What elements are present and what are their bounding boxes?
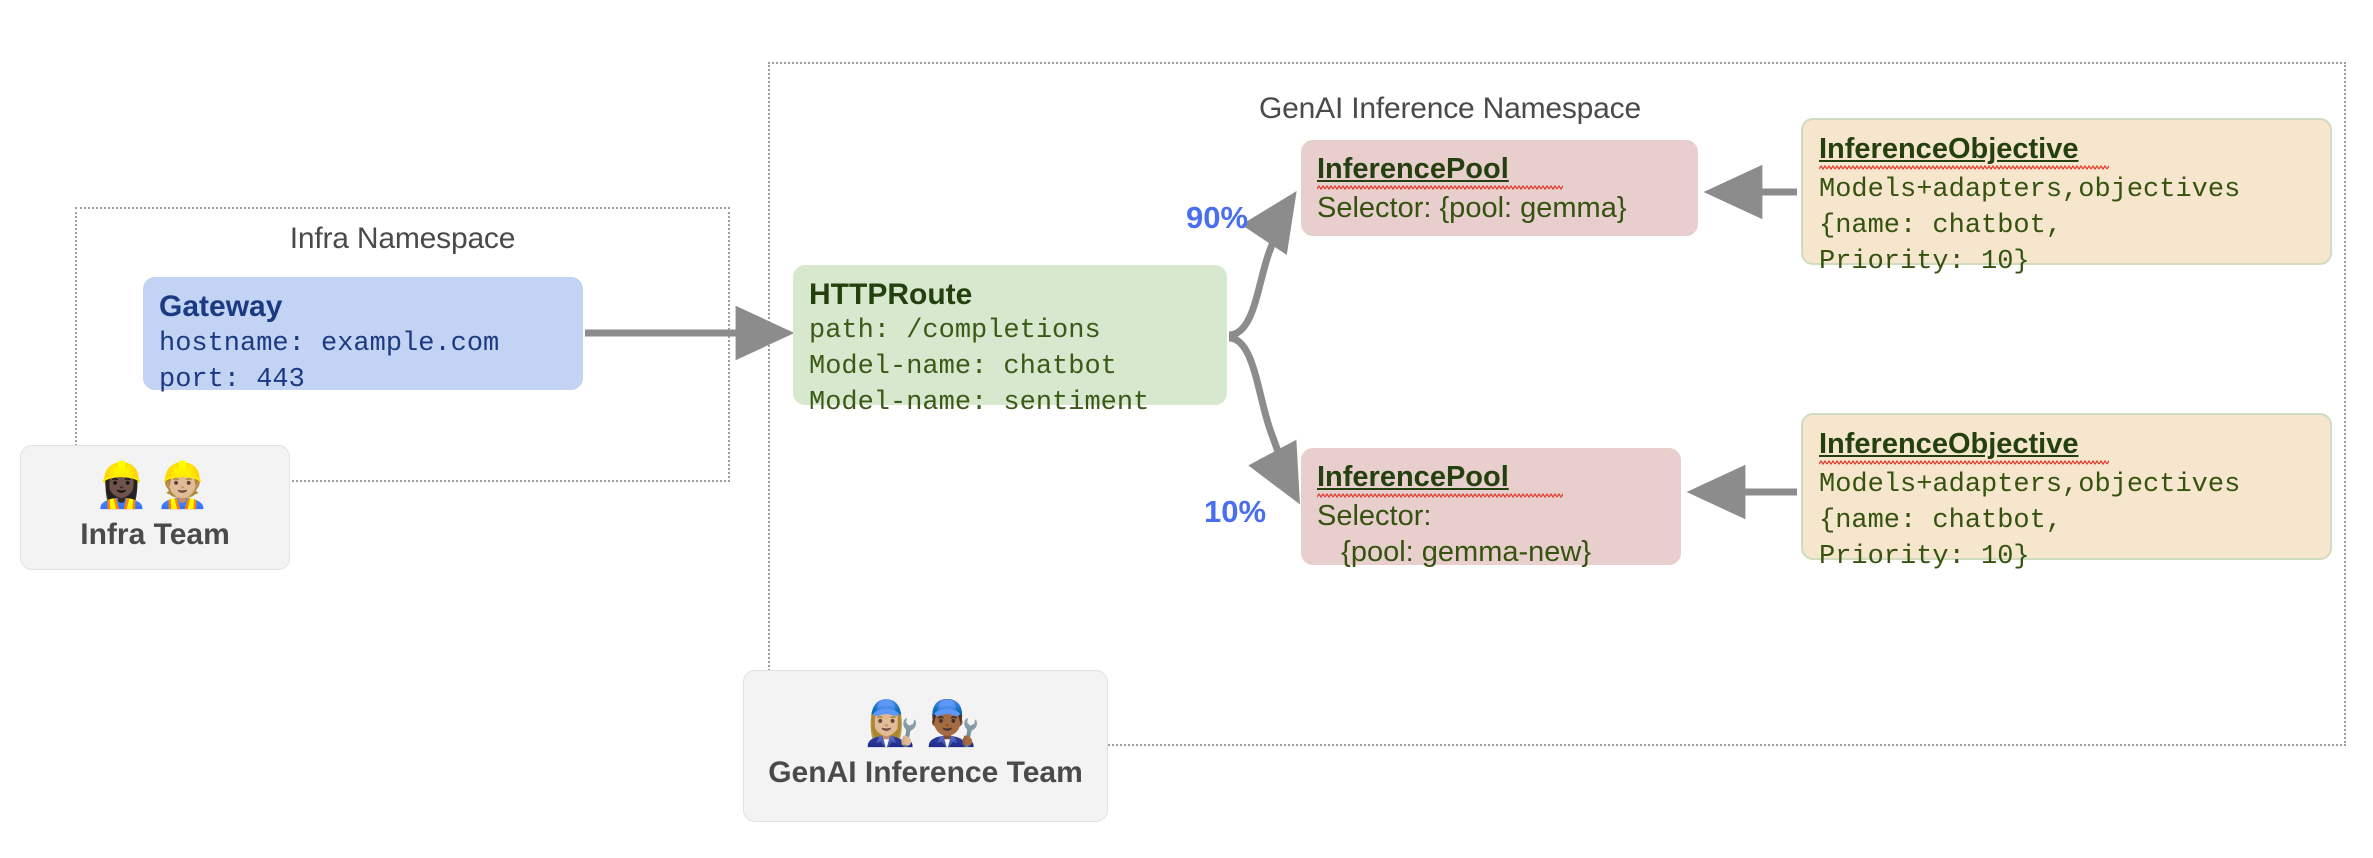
traffic-split-primary-label: 90%	[1186, 200, 1249, 235]
gateway-title: Gateway	[159, 290, 283, 323]
infra-namespace-label: Infra Namespace	[289, 222, 516, 255]
inferenceobjective-1-title: InferenceObjective	[1819, 133, 2079, 165]
inferencepool-gemma-selector: Selector: {pool: gemma}	[1317, 192, 1627, 225]
infra-team-avatar: 👷🏿‍♀️👷🏼	[94, 459, 216, 511]
inferenceobjective-1-box[interactable]: InferenceObjective Models+adapters,objec…	[1801, 118, 2332, 277]
spellcheck-squiggle-icon	[1819, 460, 2109, 467]
httproute-spec: path: /completions Model-name: chatbot M…	[809, 316, 1150, 419]
httproute-resource-box[interactable]: HTTPRoute path: /completions Model-name:…	[793, 265, 1227, 418]
inferenceobjective-1-spec: Models+adapters,objectives {name: chatbo…	[1819, 175, 2241, 278]
traffic-split-canary-label: 10%	[1204, 494, 1267, 529]
inferenceobjective-2-spec: Models+adapters,objectives {name: chatbo…	[1819, 470, 2241, 573]
genai-team-label: GenAI Inference Team	[768, 756, 1083, 789]
inferencepool-gemma-title: InferencePool	[1317, 153, 1509, 185]
inferenceobjective-2-title: InferenceObjective	[1819, 428, 2079, 460]
spellcheck-squiggle-icon	[1317, 185, 1563, 192]
infra-team-card[interactable]: 👷🏿‍♀️👷🏼 Infra Team	[20, 445, 290, 570]
inferencepool-gemma-box[interactable]: InferencePool Selector: {pool: gemma}	[1301, 140, 1698, 236]
inferenceobjective-2-box[interactable]: InferenceObjective Models+adapters,objec…	[1801, 413, 2332, 572]
gateway-spec: hostname: example.com port: 443	[159, 329, 500, 396]
genai-team-avatar: 👩🏼‍🔧👨🏾‍🔧	[864, 698, 987, 749]
spellcheck-squiggle-icon	[1317, 493, 1563, 500]
infra-namespace-boundary	[75, 207, 730, 482]
httproute-title: HTTPRoute	[809, 278, 973, 311]
inferencepool-gemma-new-selector: Selector: {pool: gemma-new}	[1317, 500, 1592, 568]
genai-namespace-label: GenAI Inference Namespace	[1259, 92, 1641, 125]
inferencepool-gemma-new-title: InferencePool	[1317, 461, 1509, 493]
inferencepool-gemma-new-box[interactable]: InferencePool Selector: {pool: gemma-new…	[1301, 448, 1681, 568]
genai-namespace-boundary	[768, 62, 2346, 746]
gateway-resource-box[interactable]: Gateway hostname: example.com port: 443	[143, 277, 583, 395]
genai-team-card[interactable]: 👩🏼‍🔧👨🏾‍🔧 GenAI Inference Team	[743, 670, 1108, 822]
spellcheck-squiggle-icon	[1819, 165, 2109, 172]
infra-team-label: Infra Team	[80, 517, 230, 551]
